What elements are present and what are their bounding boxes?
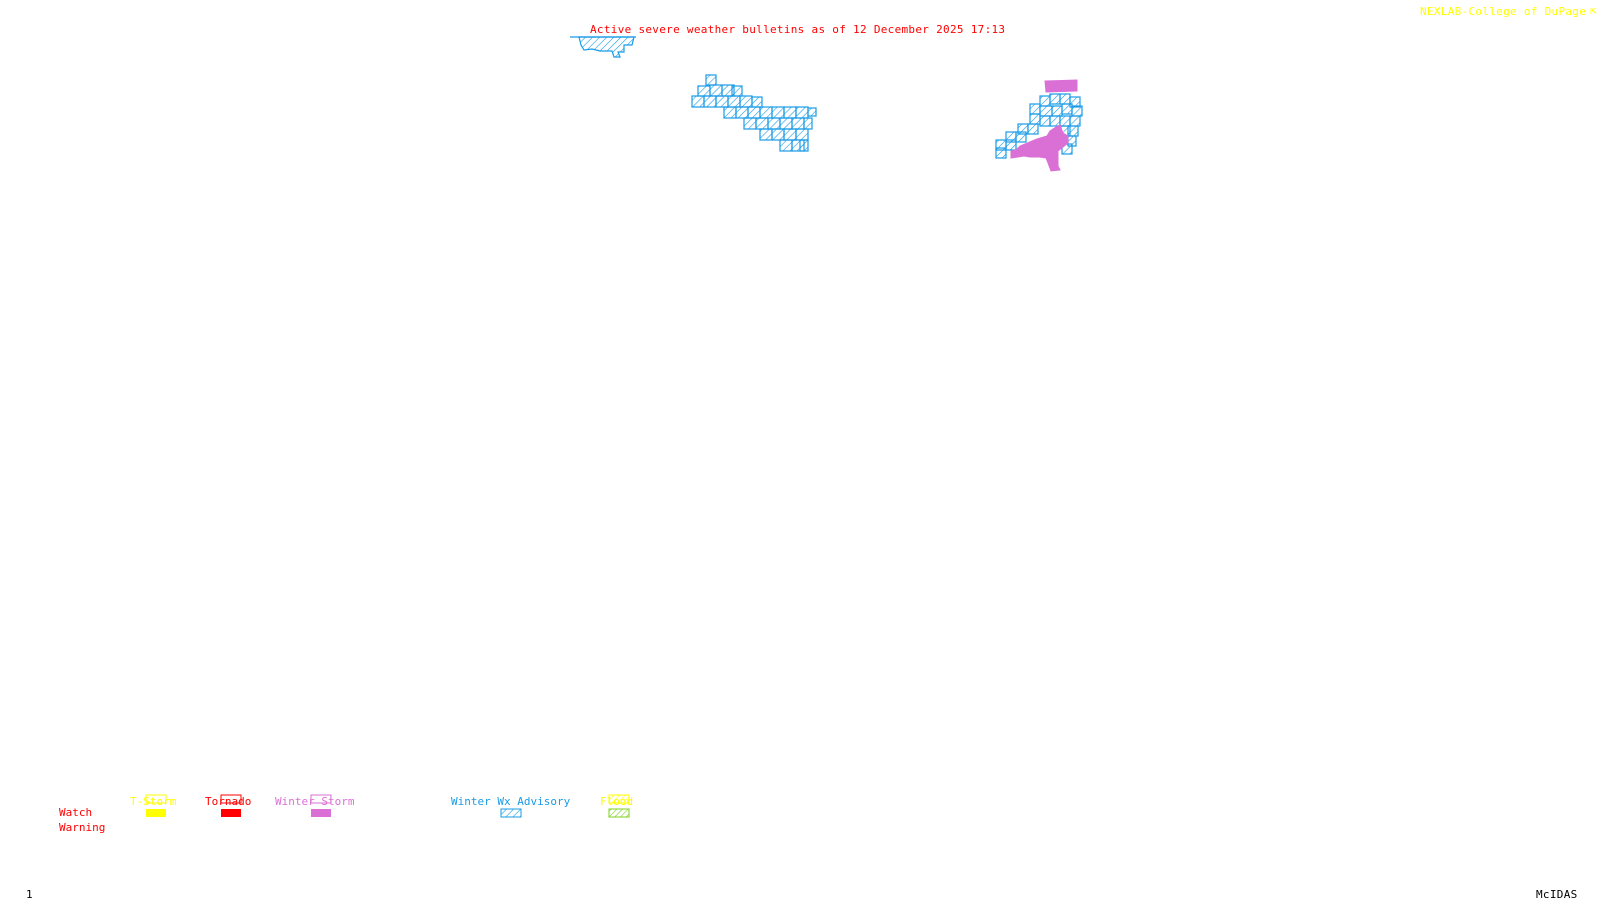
county-cell: [807, 107, 817, 117]
county-cell: [1049, 93, 1061, 105]
legend-winterstorm-watch-swatch: [310, 794, 332, 804]
county-cell: [1049, 115, 1061, 127]
county-cell: [691, 95, 705, 108]
legend-flood-warning-swatch: [608, 808, 630, 818]
county-cell: [1039, 115, 1051, 127]
county-cell: [771, 128, 785, 141]
county-cell: [771, 106, 785, 119]
credit-label: NEXLAB-College of DuPage: [1420, 5, 1587, 18]
county-cell: [1039, 95, 1051, 107]
map-title: Active severe weather bulletins as of 12…: [590, 23, 1006, 36]
legend-tornado-warning-swatch: [221, 809, 241, 817]
legend-tstorm-warning-swatch: [146, 809, 166, 817]
county-cell: [751, 96, 763, 108]
legend-tstorm-watch-swatch: [145, 794, 167, 804]
county-cell: [803, 117, 813, 130]
county-cell: [715, 95, 729, 108]
county-cell: [1059, 93, 1071, 105]
legend-tstorm-label: T-Storm: [130, 795, 177, 808]
legend-warning-label: Warning: [59, 821, 106, 834]
county-cell: [799, 139, 809, 152]
county-cell: [1071, 105, 1083, 117]
county-cell: [1029, 113, 1041, 125]
county-cell: [759, 128, 773, 141]
county-cell: [795, 128, 809, 141]
county-cell: [759, 106, 773, 119]
county-cell: [743, 117, 757, 130]
winter-wx-advisory-area-1: [570, 36, 636, 58]
county-cell: [1039, 105, 1053, 117]
county-cell: [739, 95, 753, 108]
county-cell: [795, 106, 809, 119]
county-cell: [755, 117, 769, 130]
frame-number: 1: [26, 888, 33, 901]
legend-tornado-label: Tornado: [205, 795, 252, 808]
legend-flood-watch-swatch: [608, 794, 630, 804]
county-cell: [767, 117, 781, 130]
cursor-icon: ⇱: [1590, 4, 1597, 17]
county-cell: [995, 147, 1007, 159]
legend-advisory-warning-swatch: [500, 808, 522, 818]
county-cell: [783, 106, 797, 119]
county-cell: [1029, 103, 1041, 115]
winter-storm-warning-area: [1010, 79, 1078, 172]
legend-advisory-label: Winter Wx Advisory: [451, 795, 571, 808]
county-cell: [1015, 131, 1027, 143]
winter-wx-advisory-area-3: [995, 93, 1083, 159]
county-cell: [791, 117, 805, 130]
county-cell: [1061, 103, 1073, 115]
software-label: McIDAS: [1536, 888, 1578, 901]
county-cell: [1005, 139, 1017, 151]
county-cell: [783, 128, 797, 141]
county-cell: [697, 85, 711, 97]
county-cell: [779, 139, 793, 152]
legend-winterstorm-warning-swatch: [311, 809, 331, 817]
county-cell: [1067, 125, 1079, 137]
county-cell: [709, 84, 723, 97]
county-cell: [1059, 115, 1071, 127]
county-cell: [727, 95, 741, 108]
winter-wx-advisory-area-2: [691, 74, 817, 152]
legend-swatches: [145, 794, 630, 818]
legend-watch-label: Watch: [59, 806, 93, 819]
county-cell: [731, 85, 743, 97]
county-cell: [1027, 123, 1039, 135]
county-cell: [735, 106, 749, 119]
county-cell: [705, 74, 717, 86]
county-cell: [723, 106, 737, 119]
county-cell: [747, 106, 761, 119]
county-cell: [1051, 105, 1063, 117]
county-cell: [703, 95, 717, 108]
county-cell: [779, 117, 793, 130]
legend-winterstorm-label: Winter Storm: [275, 795, 355, 808]
county-cell: [1069, 115, 1081, 127]
legend-tornado-watch-swatch: [220, 794, 242, 804]
legend-flood-label: Flood: [600, 795, 634, 808]
